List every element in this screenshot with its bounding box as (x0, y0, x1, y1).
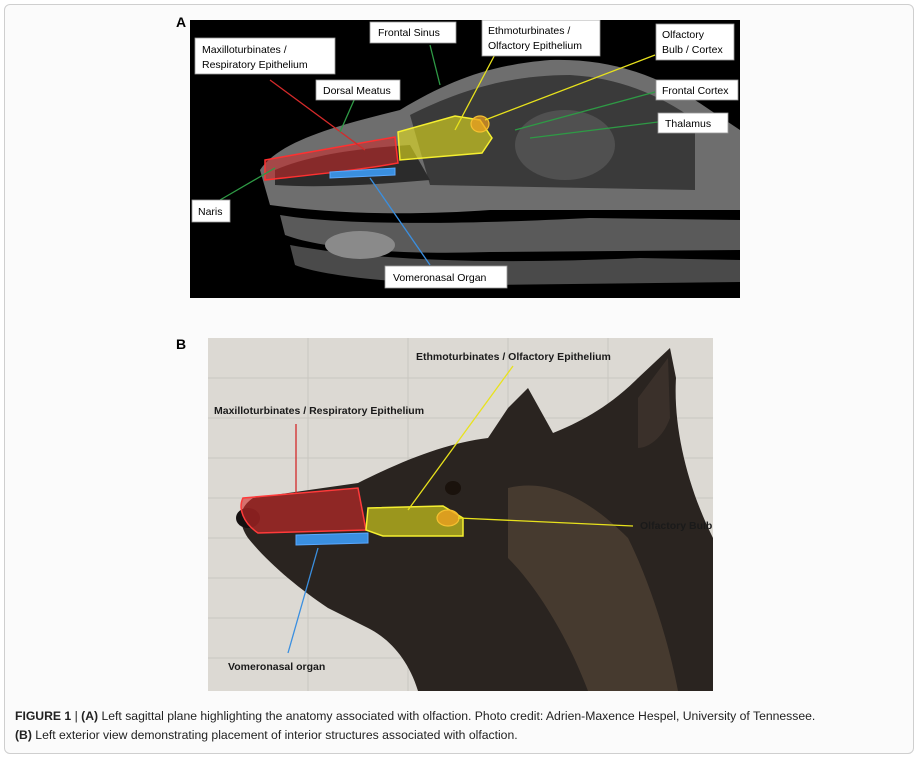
leader-frontal-cortex (514, 91, 656, 131)
olfactory-bulb-region (470, 115, 490, 133)
label-thalamus: Thalamus (657, 112, 729, 134)
caption-a-tag: (A) (81, 709, 99, 723)
maxilloturbinates-region (240, 487, 367, 534)
leader-olf-bulb (457, 517, 634, 527)
leader-ethmo (407, 365, 514, 511)
ethmoturbinates-region (397, 115, 493, 161)
svg-text:Bulb / Cortex: Bulb / Cortex (662, 44, 723, 56)
svg-text:Frontal Cortex: Frontal Cortex (662, 85, 729, 97)
tooth-shape (325, 231, 395, 259)
leader-maxillo (269, 79, 366, 151)
svg-text:Frontal Sinus: Frontal Sinus (378, 27, 440, 39)
figure-caption: FIGURE 1 | (A) Left sagittal plane highl… (15, 707, 905, 745)
svg-text:Vomeronasal Organ: Vomeronasal Organ (393, 272, 487, 284)
svg-text:Dorsal Meatus: Dorsal Meatus (323, 85, 391, 97)
label-olf-bulb: Olfactory Bulb (640, 520, 712, 532)
label-naris: Naris (191, 199, 231, 223)
panel-b-letter: B (176, 336, 187, 352)
brain-region (515, 110, 615, 180)
olfactory-bulb-region (436, 509, 460, 527)
svg-text:Naris: Naris (198, 206, 223, 218)
leader-ethmo (454, 44, 501, 131)
label-frontal-sinus: Frontal Sinus (369, 21, 457, 44)
leader-dorsal-meatus (339, 97, 356, 133)
svg-text:Olfactory Epithelium: Olfactory Epithelium (488, 40, 582, 52)
dog-ear-inner (638, 358, 670, 448)
vomeronasal-region (295, 532, 369, 546)
leader-naris (219, 167, 276, 201)
caption-b-text: Left exterior view demonstrating placeme… (31, 728, 518, 742)
svg-text:Maxilloturbinates /: Maxilloturbinates / (202, 44, 287, 56)
svg-text:Thalamus: Thalamus (665, 118, 711, 130)
label-ethmo: Ethmoturbinates / Olfactory Epithelium (481, 20, 601, 57)
caption-separator: | (71, 709, 82, 723)
caption-figure-label: FIGURE 1 (15, 709, 72, 723)
label-vomeronasal: Vomeronasal organ (228, 661, 325, 673)
vomeronasal-region (329, 167, 396, 179)
caption-line-a: FIGURE 1 | (A) Left sagittal plane highl… (15, 707, 905, 726)
panel-a-svg: Maxilloturbinates / Respiratory Epitheli… (191, 20, 740, 289)
leader-vomeronasal (287, 547, 319, 654)
caption-a-text: Left sagittal plane highlighting the ana… (98, 709, 816, 723)
label-dorsal-meatus: Dorsal Meatus (315, 79, 401, 101)
panel-a-ct-image: Maxilloturbinates / Respiratory Epitheli… (190, 20, 740, 298)
leader-thalamus (529, 121, 659, 139)
dog-eye (445, 481, 461, 495)
svg-text:Olfactory: Olfactory (662, 29, 705, 41)
panel-a-letter: A (176, 14, 187, 30)
label-olf-bulb: Olfactory Bulb / Cortex (655, 23, 735, 61)
mandible (280, 215, 740, 253)
leader-olf-bulb (484, 54, 656, 121)
dog-fur-highlight (508, 485, 678, 691)
svg-text:Respiratory Epithelium: Respiratory Epithelium (202, 59, 308, 71)
label-ethmo: Ethmoturbinates / Olfactory Epithelium (416, 351, 611, 363)
label-frontal-cortex: Frontal Cortex (655, 79, 739, 101)
label-vomeronasal: Vomeronasal Organ (384, 265, 508, 289)
label-maxillo: Maxilloturbinates / Respiratory Epitheli… (214, 405, 424, 417)
caption-line-b: (B) Left exterior view demonstrating pla… (15, 726, 905, 745)
panel-b-dog-photo: Ethmoturbinates / Olfactory Epithelium M… (208, 338, 713, 691)
panel-b-svg: Ethmoturbinates / Olfactory Epithelium M… (208, 338, 713, 691)
caption-b-tag: (B) (15, 728, 32, 742)
leader-frontal-sinus (429, 44, 441, 86)
svg-text:Ethmoturbinates /: Ethmoturbinates / (488, 25, 570, 37)
label-maxillo: Maxilloturbinates / Respiratory Epitheli… (194, 37, 336, 75)
leader-vomeronasal (369, 177, 431, 266)
